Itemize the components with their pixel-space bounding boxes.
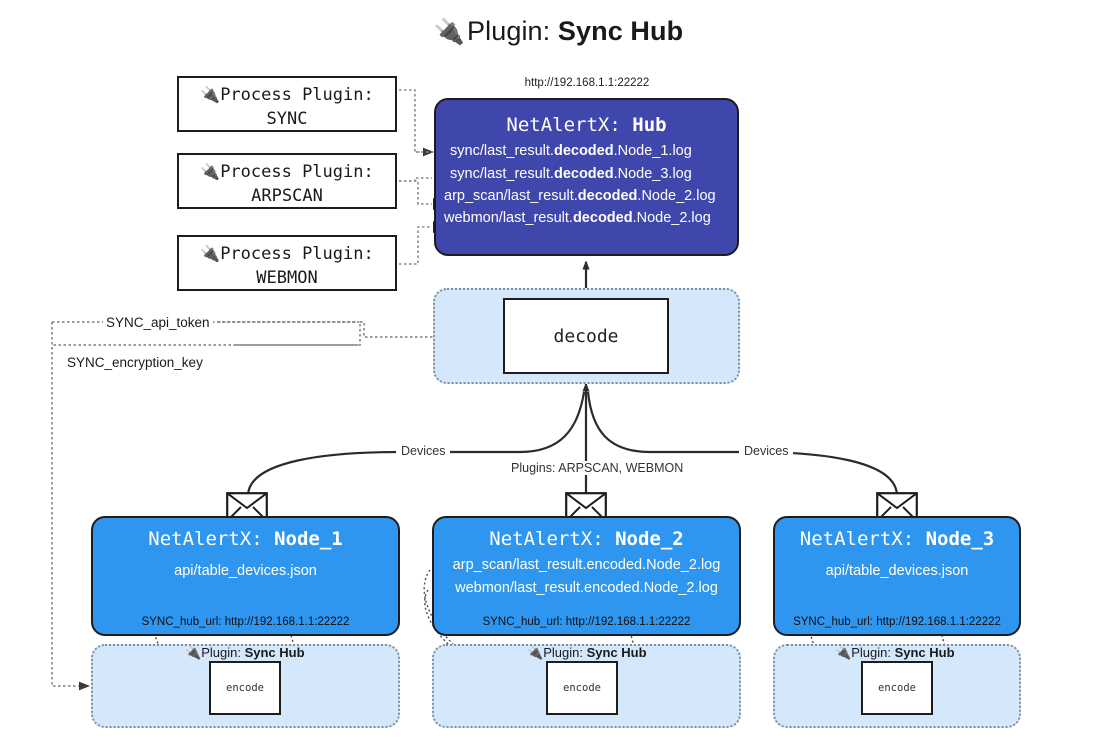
plugin-box-label: 🔌Process Plugin:	[200, 244, 374, 264]
node-file: arp_scan/last_result.encoded.Node_2.log	[452, 557, 721, 573]
sync-hub-caption: 🔌Plugin: Sync Hub	[185, 645, 305, 660]
process-plugin-arpscan[interactable]: 🔌Process Plugin: ARPSCAN	[177, 153, 397, 209]
edge-label-plugins: Plugins: ARPSCAN, WEBMON	[506, 461, 689, 475]
node-file: api/table_devices.json	[825, 563, 969, 579]
node-file: api/table_devices.json	[174, 563, 317, 579]
page-title-prefix: Plugin:	[467, 16, 558, 46]
plug-icon: 🔌	[835, 645, 852, 660]
plug-icon: 🔌	[433, 18, 466, 46]
page-title-name: Sync Hub	[557, 16, 684, 46]
node-hub-url: SYNC_hub_url: http://192.168.1.1:22222	[141, 616, 350, 628]
plugin-box-label: 🔌Process Plugin:	[200, 162, 374, 182]
node-title: NetAlertX: Node_2	[489, 528, 684, 550]
plug-icon: 🔌	[527, 645, 544, 660]
hub-log-line: sync/last_result.decoded.Node_1.log	[450, 143, 692, 159]
plugin-box-name: SYNC	[266, 109, 308, 130]
plug-icon: 🔌	[200, 85, 221, 104]
plugin-box-name: ARPSCAN	[251, 186, 323, 207]
node-file: webmon/last_result.encoded.Node_2.log	[455, 580, 718, 596]
plug-icon: 🔌	[200, 244, 221, 263]
sync-hub-caption: 🔌Plugin: Sync Hub	[527, 645, 647, 660]
node-title: NetAlertX: Node_1	[148, 528, 343, 550]
page-title: 🔌Plugin: Sync Hub	[0, 16, 1117, 47]
plug-icon: 🔌	[185, 645, 202, 660]
hub-title-name: Hub	[632, 114, 667, 136]
plugin-box-label: 🔌Process Plugin:	[200, 85, 374, 105]
process-plugin-sync[interactable]: 🔌Process Plugin: SYNC	[177, 76, 397, 132]
hub-log-line: webmon/last_result.decoded.Node_2.log	[444, 210, 711, 226]
encode-box-node-2[interactable]: encode	[546, 661, 618, 715]
node-box-node-1[interactable]: NetAlertX: Node_1 api/table_devices.json…	[91, 516, 400, 636]
sync-encryption-key-label: SYNC_encryption_key	[64, 355, 206, 370]
hub-title: NetAlertX: Hub	[436, 114, 737, 136]
node-hub-url: SYNC_hub_url: http://192.168.1.1:22222	[482, 616, 691, 628]
edge-label-devices-left: Devices	[396, 444, 451, 458]
sync-api-token-label: SYNC_api_token	[103, 315, 213, 330]
hub-box[interactable]: NetAlertX: Hub sync/last_result.decoded.…	[434, 98, 739, 256]
process-plugin-webmon[interactable]: 🔌Process Plugin: WEBMON	[177, 235, 397, 291]
hub-url-caption: http://192.168.1.1:22222	[524, 77, 650, 89]
encode-box-node-3[interactable]: encode	[861, 661, 933, 715]
node-box-node-2[interactable]: NetAlertX: Node_2 arp_scan/last_result.e…	[432, 516, 741, 636]
hub-log-line: sync/last_result.decoded.Node_3.log	[450, 166, 692, 182]
plug-icon: 🔌	[200, 162, 221, 181]
sync-hub-caption: 🔌Plugin: Sync Hub	[835, 645, 955, 660]
hub-title-prefix: NetAlertX:	[506, 114, 633, 136]
decode-box[interactable]: decode	[503, 298, 669, 374]
plugin-box-name: WEBMON	[256, 268, 318, 289]
node-title: NetAlertX: Node_3	[799, 528, 995, 550]
node-box-node-3[interactable]: NetAlertX: Node_3 api/table_devices.json…	[773, 516, 1021, 636]
encode-box-node-1[interactable]: encode	[209, 661, 281, 715]
edge-label-devices-right: Devices	[739, 444, 794, 458]
hub-log-line: arp_scan/last_result.decoded.Node_2.log	[444, 188, 716, 204]
node-hub-url: SYNC_hub_url: http://192.168.1.1:22222	[793, 616, 1001, 628]
